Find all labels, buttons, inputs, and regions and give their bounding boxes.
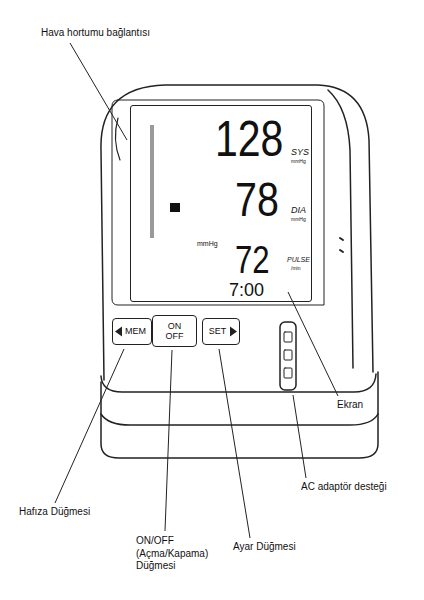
callout-label: ON/OFF (Açma/Kapama) Düğmesi (135, 535, 223, 573)
dia-label: DIA (291, 206, 306, 215)
callout-label: Ekran (336, 399, 364, 412)
button-label: ON OFF (161, 321, 189, 342)
display-indicator (170, 203, 180, 212)
button-label: MEM (115, 327, 149, 336)
callout-label: Hava hortumu bağlantısı (40, 27, 151, 40)
lcd-screen: 128SYS mmHg 78DIA mmHg mmHg 72 PULSE/min 7:00 (130, 105, 312, 302)
screen-panel (112, 100, 324, 305)
callout-label: Ayar Düğmesi (232, 541, 297, 554)
leader-line (70, 43, 127, 140)
unit-label: mmHg (291, 217, 306, 222)
leader-line (55, 349, 124, 503)
leader-line (293, 395, 306, 478)
socket-pin (284, 368, 292, 378)
diastolic-value: 78 (235, 176, 279, 224)
pulse-label: PULSE (287, 256, 310, 263)
power-button: ON OFF (152, 315, 197, 347)
callout-label: Hafıza Düğmesi (18, 506, 91, 519)
set-button: SET (202, 318, 240, 345)
socket-pin (284, 350, 292, 360)
pulse-value: 72 (235, 241, 270, 279)
right-side-edge (328, 90, 353, 368)
leader-line (165, 350, 172, 531)
base-outline (101, 372, 378, 458)
body-top-outline (101, 85, 373, 380)
callout-label: AC adaptör desteği (300, 481, 388, 494)
side-mark (340, 238, 343, 252)
sys-label: SYS (291, 148, 309, 157)
systolic-value: 128 (215, 114, 283, 164)
set-arrow (230, 327, 237, 337)
leader-line (219, 349, 250, 538)
mem-button: MEM (112, 318, 152, 345)
base-band (101, 414, 378, 425)
display-bar (150, 125, 154, 238)
mem-arrow (115, 327, 122, 337)
leader-line (288, 292, 338, 396)
unit-label: /min (291, 266, 300, 271)
ac-adapter-socket (280, 322, 296, 390)
unit-label: mmHg (197, 240, 218, 247)
time-value: 7:00 (229, 281, 264, 299)
unit-label: mmHg (291, 159, 306, 164)
socket-pin (284, 332, 292, 342)
button-label: SET (206, 327, 237, 336)
